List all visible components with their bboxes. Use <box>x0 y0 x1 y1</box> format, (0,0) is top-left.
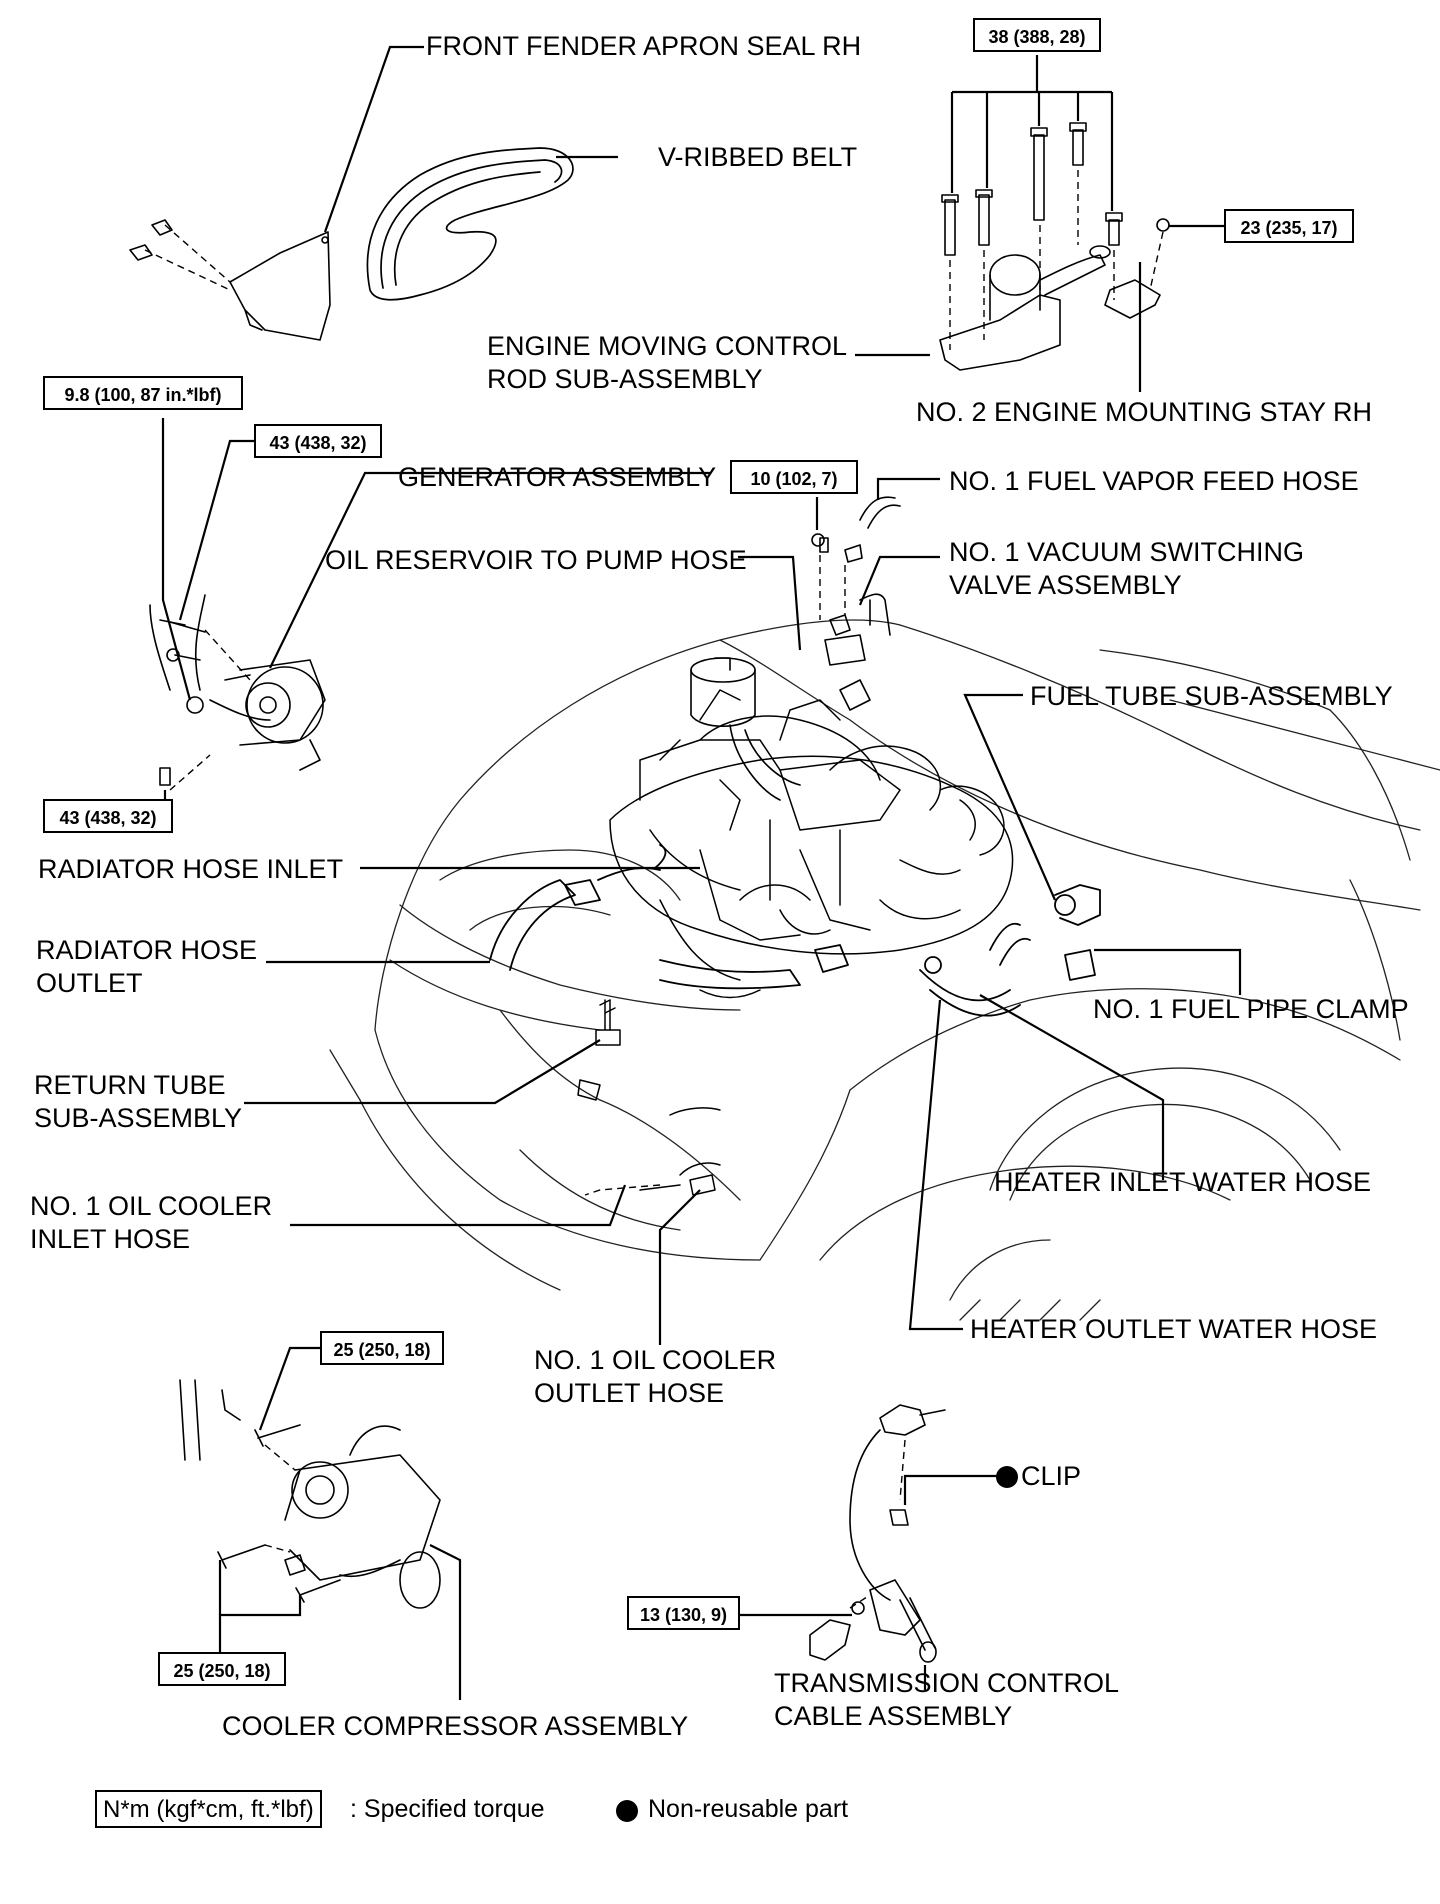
label-return-tube-2: SUB-ASSEMBLY <box>34 1103 243 1133</box>
label-generator-assembly: GENERATOR ASSEMBLY <box>398 462 717 492</box>
engine-assembly-sketch <box>609 689 1014 999</box>
vehicle-body-outline <box>329 619 1440 1321</box>
label-transmission-control-cable-1: TRANSMISSION CONTROL <box>774 1668 1120 1698</box>
torque-box-generator-upper: 43 (438, 32) <box>254 424 382 458</box>
label-no1-vacuum-switching-valve-2: VALVE ASSEMBLY <box>949 570 1182 600</box>
label-clip: CLIP <box>1021 1461 1082 1491</box>
label-v-ribbed-belt: V-RIBBED BELT <box>658 142 858 172</box>
v-ribbed-belt-sketch <box>366 147 574 301</box>
torque-box-generator-lower: 43 (438, 32) <box>43 799 173 833</box>
label-no1-oil-cooler-inlet-1: NO. 1 OIL COOLER <box>30 1191 273 1221</box>
nonreusable-dot-clip <box>996 1466 1018 1488</box>
label-no1-fuel-vapor-feed-hose: NO. 1 FUEL VAPOR FEED HOSE <box>949 466 1359 496</box>
label-no1-oil-cooler-outlet-1: NO. 1 OIL COOLER <box>534 1345 777 1375</box>
label-heater-inlet-water-hose: HEATER INLET WATER HOSE <box>994 1167 1372 1197</box>
vacuum-switching-valve-sketch <box>811 496 901 711</box>
label-no2-engine-mounting-stay-rh: NO. 2 ENGINE MOUNTING STAY RH <box>916 397 1373 427</box>
torque-box-compressor-upper: 25 (250, 18) <box>320 1331 444 1365</box>
label-radiator-hose-inlet: RADIATOR HOSE INLET <box>38 854 344 884</box>
label-no1-oil-cooler-outlet-2: OUTLET HOSE <box>534 1378 725 1408</box>
label-engine-moving-control-rod-2: ROD SUB-ASSEMBLY <box>487 364 763 394</box>
legend-nonreusable-description: Non-reusable part <box>648 1795 849 1823</box>
heater-hose-sketch <box>919 884 1101 1017</box>
label-transmission-control-cable-2: CABLE ASSEMBLY <box>774 1701 1013 1731</box>
generator-sketch <box>149 594 326 771</box>
label-no1-fuel-pipe-clamp: NO. 1 FUEL PIPE CLAMP <box>1093 994 1409 1024</box>
label-heater-outlet-water-hose: HEATER OUTLET WATER HOSE <box>970 1314 1378 1344</box>
fender-apron-seal-sketch <box>129 219 331 341</box>
cooler-compressor-sketch <box>179 1379 441 1609</box>
legend-nonreusable-dot <box>616 1800 638 1822</box>
label-radiator-hose-outlet-1: RADIATOR HOSE <box>36 935 258 965</box>
label-radiator-hose-outlet-2: OUTLET <box>36 968 143 998</box>
oil-reservoir-sketch <box>690 657 801 801</box>
label-return-tube-1: RETURN TUBE <box>34 1070 226 1100</box>
label-no1-vacuum-switching-valve-1: NO. 1 VACUUM SWITCHING <box>949 537 1305 567</box>
torque-box-vsv-bolt: 10 (102, 7) <box>730 460 858 494</box>
fastener-glyphs <box>159 122 1170 1615</box>
oil-cooler-hose-sketch <box>577 999 721 1196</box>
label-engine-moving-control-rod-1: ENGINE MOVING CONTROL <box>487 331 848 361</box>
legend-torque-format-box: N*m (kgf*cm, ft.*lbf) <box>95 1790 322 1828</box>
label-oil-reservoir-to-pump-hose: OIL RESERVOIR TO PUMP HOSE <box>325 545 747 575</box>
leader-lines <box>161 45 1242 1700</box>
torque-box-mount-bolts: 38 (388, 28) <box>973 18 1101 52</box>
torque-box-compressor-lower: 25 (250, 18) <box>158 1652 286 1686</box>
legend-torque-description: : Specified torque <box>350 1795 545 1823</box>
torque-box-generator-terminal: 9.8 (100, 87 in.*lbf) <box>43 376 243 410</box>
label-no1-oil-cooler-inlet-2: INLET HOSE <box>30 1224 191 1254</box>
label-fuel-tube-sub-assembly: FUEL TUBE SUB-ASSEMBLY <box>1030 681 1393 711</box>
torque-box-cable-nut: 13 (130, 9) <box>627 1596 740 1630</box>
engine-mount-sketch <box>939 245 1161 371</box>
torque-box-stay-nut: 23 (235, 17) <box>1224 209 1354 243</box>
transmission-cable-sketch <box>809 1404 946 1663</box>
label-front-fender-apron-seal-rh: FRONT FENDER APRON SEAL RH <box>426 31 862 61</box>
label-cooler-compressor-assembly: COOLER COMPRESSOR ASSEMBLY <box>222 1711 689 1741</box>
dashed-guides <box>144 170 1164 1609</box>
